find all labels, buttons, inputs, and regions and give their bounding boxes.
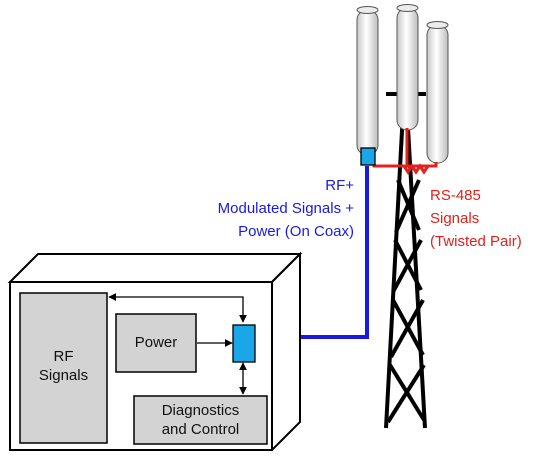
rf-signals-line1: RF (53, 348, 74, 365)
power-block (115, 313, 197, 373)
signal-arrows (108, 293, 247, 395)
label-rf-plus: RF+ (325, 177, 354, 194)
rf-signals-block (19, 292, 108, 444)
label-power-on-coax: Power (On Coax) (238, 223, 354, 240)
rf-signals-line2: Signals (38, 367, 89, 384)
diagnostics-line1: Diagnostics (161, 402, 240, 419)
antenna-panel-left (356, 6, 379, 156)
cabinet-module (232, 324, 256, 363)
antenna-panel-center (396, 4, 419, 131)
diagnostics-block (133, 395, 268, 445)
label-twisted-pair: (Twisted Pair) (430, 233, 522, 250)
label-modulated-signals: Modulated Signals + (217, 200, 354, 217)
rf-signals-text: RF Signals (20, 347, 107, 385)
diagnostics-line2: and Control (161, 421, 240, 438)
antenna-panel-right (426, 21, 449, 164)
label-signals: Signals (430, 210, 480, 227)
diagnostics-text: Diagnostics and Control (134, 401, 267, 439)
power-text: Power (134, 334, 178, 351)
label-rs485: RS-485 (430, 187, 481, 204)
tower-top-module (360, 147, 376, 166)
